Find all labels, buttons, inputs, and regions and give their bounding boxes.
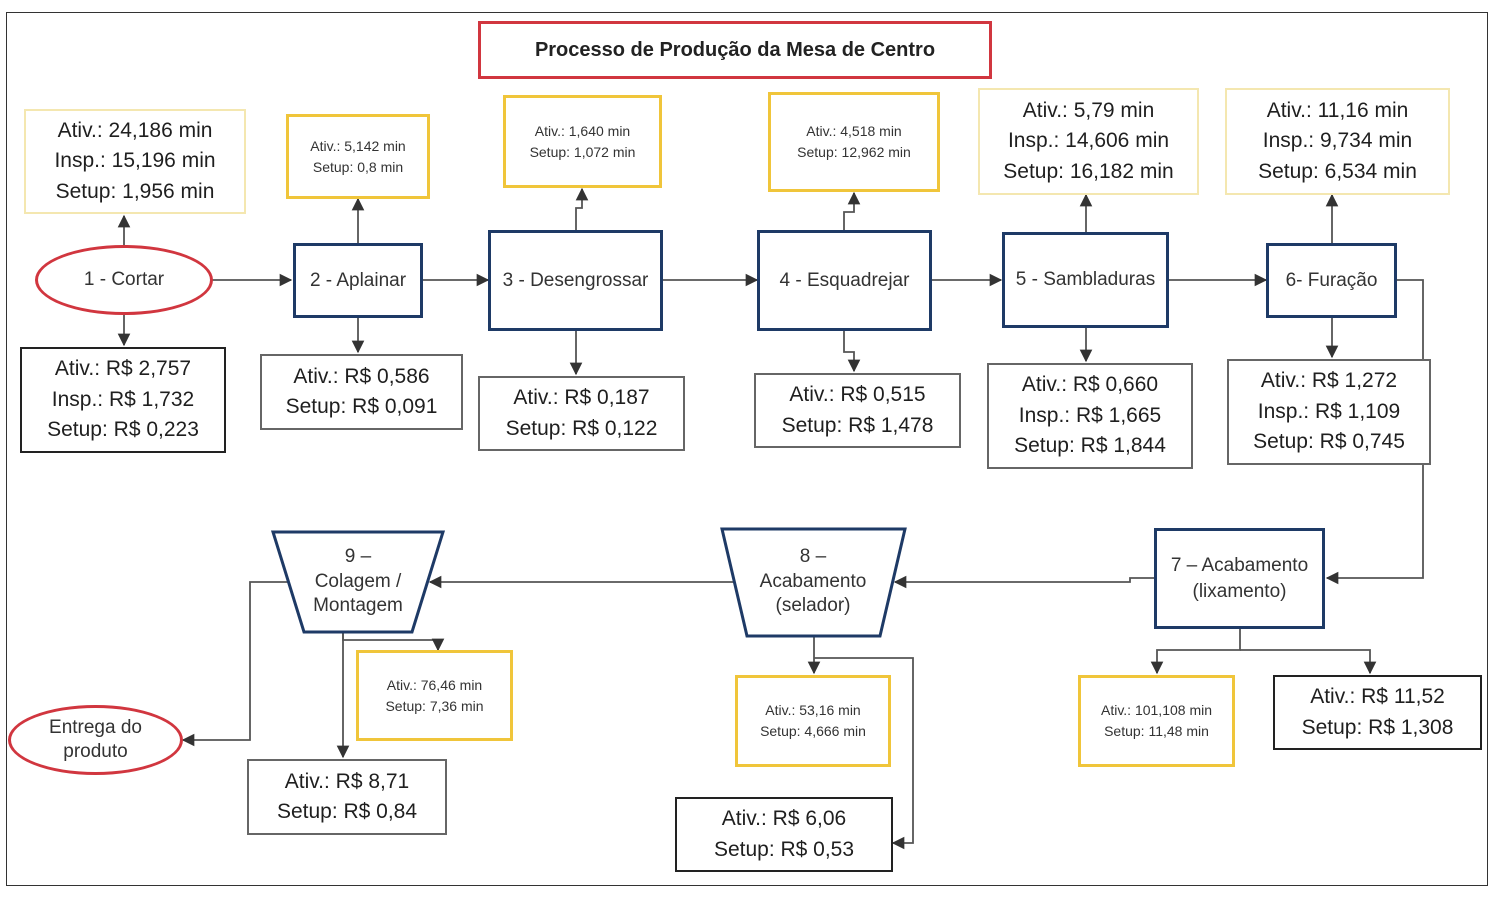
cost-value: Ativ.: R$ 6,06 <box>721 807 847 831</box>
step-8-shape <box>720 527 907 638</box>
time-value: Setup: 1,072 min <box>529 143 636 160</box>
cost-value: Setup: R$ 1,844 <box>1014 434 1166 458</box>
time-value: Ativ.: 5,142 min <box>310 137 406 154</box>
step-label: 7 – Acabamento <box>1170 554 1309 576</box>
time-value: Ativ.: 101,108 min <box>1100 702 1213 718</box>
step-5-sambladuras: 5 - Sambladuras <box>1002 232 1169 328</box>
cost-value: Setup: R$ 0,53 <box>713 837 855 861</box>
cost-value: Ativ.: R$ 8,71 <box>284 769 410 793</box>
time-value: Setup: 16,182 min <box>1003 159 1174 183</box>
step-6-furacao: 6- Furação <box>1266 243 1397 318</box>
time-value: Setup: 4,666 min <box>760 723 866 739</box>
step-2-time-box: Ativ.: 5,142 min Setup: 0,8 min <box>286 114 430 199</box>
time-value: Insp.: 14,606 min <box>1007 129 1170 153</box>
step-label: 1 - Cortar <box>83 269 165 291</box>
cost-value: Ativ.: R$ 0,515 <box>789 383 926 407</box>
step-label: Colagem / <box>314 570 402 592</box>
cost-value: Insp.: R$ 1,109 <box>1257 399 1401 423</box>
step-3-cost-box: Ativ.: R$ 0,187 Setup: R$ 0,122 <box>478 376 685 451</box>
step-label: 4 - Esquadrejar <box>779 269 910 291</box>
time-value: Insp.: 9,734 min <box>1262 129 1413 153</box>
diagram-title-text: Processo de Produção da Mesa de Centro <box>534 38 936 61</box>
cost-value: Setup: R$ 1,478 <box>781 413 934 437</box>
step-7-acabamento-lixamento: 7 – Acabamento (lixamento) <box>1154 528 1325 629</box>
time-value: Setup: 12,962 min <box>797 144 911 160</box>
step-5-cost-box: Ativ.: R$ 0,660 Insp.: R$ 1,665 Setup: R… <box>987 363 1193 469</box>
step-9-colagem-montagem: 9 – Colagem / Montagem <box>288 534 428 630</box>
cost-value: Ativ.: R$ 2,757 <box>54 357 192 381</box>
step-2-cost-box: Ativ.: R$ 0,586 Setup: R$ 0,091 <box>260 354 463 430</box>
step-label: 6- Furação <box>1285 269 1378 291</box>
step-label: 2 - Aplainar <box>309 269 407 291</box>
cost-value: Insp.: R$ 1,665 <box>1018 403 1162 427</box>
cost-value: Ativ.: R$ 0,187 <box>513 386 650 410</box>
cost-value: Setup: R$ 0,091 <box>285 395 438 418</box>
cost-value: Ativ.: R$ 0,586 <box>293 364 430 388</box>
end-entrega-do-produto: Entrega do produto <box>8 705 183 775</box>
cost-value: Ativ.: R$ 1,272 <box>1260 369 1398 393</box>
step-9-cost-box: Ativ.: R$ 8,71 Setup: R$ 0,84 <box>247 759 447 835</box>
diagram-frame <box>6 12 1488 886</box>
step-label: 5 - Sambladuras <box>1015 269 1156 291</box>
step-label: Acabamento <box>759 570 867 592</box>
step-label: produto <box>63 741 128 762</box>
time-value: Setup: 0,8 min <box>312 158 404 175</box>
step-7-cost-box: Ativ.: R$ 11,52 Setup: R$ 1,308 <box>1273 675 1482 750</box>
time-value: Ativ.: 53,16 min <box>765 702 861 718</box>
step-label: (selador) <box>775 595 851 617</box>
step-label: Entrega do <box>49 717 142 739</box>
step-4-cost-box: Ativ.: R$ 0,515 Setup: R$ 1,478 <box>754 373 961 448</box>
time-value: Setup: 1,956 min <box>55 179 215 203</box>
time-value: Setup: 7,36 min <box>385 697 484 714</box>
step-4-time-box: Ativ.: 4,518 min Setup: 12,962 min <box>768 92 940 192</box>
time-value: Ativ.: 4,518 min <box>806 123 902 139</box>
step-9-time-box: Ativ.: 76,46 min Setup: 7,36 min <box>356 650 513 741</box>
step-label: 8 – <box>799 545 827 567</box>
flow-arrow-7-8 <box>893 575 1155 589</box>
time-value: Insp.: 15,196 min <box>54 149 216 173</box>
time-value: Ativ.: 11,16 min <box>1266 98 1409 122</box>
step-3-time-box: Ativ.: 1,640 min Setup: 1,072 min <box>503 95 662 188</box>
diagram-title: Processo de Produção da Mesa de Centro <box>478 21 992 79</box>
step-1-cost-box: Ativ.: R$ 2,757 Insp.: R$ 1,732 Setup: R… <box>20 347 226 453</box>
step-1-cortar: 1 - Cortar <box>35 245 213 315</box>
cost-value: Insp.: R$ 1,732 <box>51 387 195 411</box>
step-7-time-box: Ativ.: 101,108 min Setup: 11,48 min <box>1078 675 1235 767</box>
step-4-esquadrejar: 4 - Esquadrejar <box>757 230 932 331</box>
step-9-shape <box>270 530 446 634</box>
step-label: Montagem <box>313 595 403 617</box>
time-value: Ativ.: 24,186 min <box>57 118 213 142</box>
step-5-time-box: Ativ.: 5,79 min Insp.: 14,606 min Setup:… <box>978 88 1199 195</box>
step-8-acabamento-selador: 8 – Acabamento (selador) <box>740 532 886 632</box>
time-value: Ativ.: 5,79 min <box>1022 98 1155 122</box>
step-8-time-box: Ativ.: 53,16 min Setup: 4,666 min <box>735 675 891 767</box>
step-6-cost-box: Ativ.: R$ 1,272 Insp.: R$ 1,109 Setup: R… <box>1227 359 1431 465</box>
step-label: 9 – <box>344 545 372 567</box>
time-value: Ativ.: 76,46 min <box>386 676 483 693</box>
step-2-aplainar: 2 - Aplainar <box>293 243 423 318</box>
cost-value: Setup: R$ 0,122 <box>505 416 658 440</box>
flow-arrow-9-end <box>181 581 290 747</box>
step-8-cost-box: Ativ.: R$ 6,06 Setup: R$ 0,53 <box>675 797 893 872</box>
step-label: (lixamento) <box>1192 580 1287 602</box>
cost-value: Setup: R$ 1,308 <box>1301 715 1454 739</box>
step-3-desengrossar: 3 - Desengrossar <box>488 230 663 331</box>
cost-value: Setup: R$ 0,223 <box>47 418 199 442</box>
step-label: 3 - Desengrossar <box>502 269 649 291</box>
time-value: Setup: 6,534 min <box>1258 159 1417 183</box>
cost-value: Ativ.: R$ 11,52 <box>1310 685 1445 709</box>
step-6-time-box: Ativ.: 11,16 min Insp.: 9,734 min Setup:… <box>1225 88 1450 195</box>
time-value: Ativ.: 1,640 min <box>534 122 631 139</box>
time-value: Setup: 11,48 min <box>1104 723 1209 739</box>
cost-value: Setup: R$ 0,745 <box>1253 430 1405 454</box>
cost-value: Setup: R$ 0,84 <box>276 800 418 823</box>
step-1-time-box: Ativ.: 24,186 min Insp.: 15,196 min Setu… <box>24 109 246 214</box>
cost-value: Ativ.: R$ 0,660 <box>1021 373 1159 397</box>
